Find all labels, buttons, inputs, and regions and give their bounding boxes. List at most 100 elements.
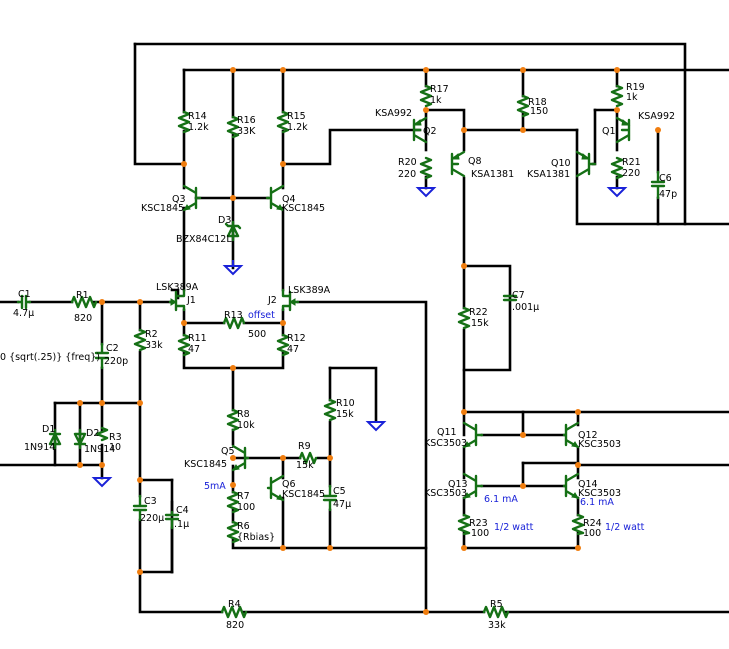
resistor-R19: [610, 84, 624, 108]
label-ref: C4: [176, 505, 189, 516]
jfet-J2: [281, 288, 300, 312]
label-ref: C3: [144, 496, 157, 507]
label-note: 1/2 watt: [494, 522, 534, 533]
label-value: 820: [226, 620, 244, 631]
resistor-R17: [419, 84, 433, 108]
label-ref: R7: [237, 491, 250, 502]
label-value: 100: [237, 502, 255, 513]
ground-icon: [365, 421, 387, 432]
label-value: KSC3503: [424, 488, 467, 499]
transistor-Q8: [450, 150, 466, 178]
label-ref: R20: [398, 157, 417, 168]
label-ref: Q6: [282, 479, 296, 490]
label-value: 1N914: [84, 444, 115, 455]
resistor-R1: [70, 295, 98, 309]
label-value: 1.2k: [287, 122, 308, 133]
resistor-R7: [226, 490, 240, 514]
transistor-Q3: [182, 184, 202, 212]
label-ref: Q11: [437, 427, 457, 438]
label-ref: Q12: [578, 430, 598, 441]
label-ref: R10: [336, 398, 355, 409]
label-value: 1k: [626, 92, 638, 103]
label-ref: R19: [626, 82, 645, 93]
label-ref: R11: [188, 333, 207, 344]
resistor-R3: [95, 426, 109, 442]
label-note: 1/2 watt: [605, 522, 645, 533]
capacitor-C1: [16, 294, 32, 310]
label-value: .1µ: [174, 519, 189, 530]
resistor-R21: [610, 156, 624, 180]
label-ref: C2: [106, 343, 119, 354]
label-ref: R3: [109, 432, 122, 443]
label-value: 33K: [237, 126, 256, 137]
label-value: 1k: [430, 95, 442, 106]
label-ref: D3: [218, 215, 231, 226]
label-ref: R18: [528, 97, 547, 108]
label-note: offset: [248, 310, 275, 321]
label-value: KSA1381: [471, 169, 514, 180]
label-value: KSA992: [375, 108, 412, 119]
label-value: 220: [398, 169, 416, 180]
resistor-R15: [276, 110, 290, 134]
ground-icon: [606, 187, 628, 198]
label-ref: Q13: [448, 479, 468, 490]
label-note: 6.1 mA: [484, 494, 518, 505]
label-ref: Q5: [221, 446, 235, 457]
label-ref: R4: [228, 599, 241, 610]
label-ref: C7: [512, 290, 525, 301]
diode-D1: [48, 428, 62, 450]
label-value: KSC3503: [424, 438, 467, 449]
ground-symbols: [91, 187, 628, 488]
label-value: LSK389A: [288, 285, 331, 296]
resistor-R2: [133, 328, 147, 352]
label-ref: R9: [298, 441, 311, 452]
label-value: 10k: [237, 420, 255, 431]
diode-D2: [73, 428, 87, 450]
resistor-R23: [457, 513, 471, 536]
label-ref: R8: [237, 409, 250, 420]
resistor-R11: [177, 333, 191, 357]
label-value: KSC1845: [184, 459, 227, 470]
transistor-Q6: [266, 474, 285, 502]
label-ref: C1: [18, 289, 31, 300]
label-value: 150: [530, 106, 548, 117]
label-ref: R6: [237, 521, 250, 532]
label-note: 6.1 mA: [580, 497, 614, 508]
label-value: 15k: [296, 460, 314, 471]
ground-icon: [91, 477, 113, 488]
transistor-Q2: [412, 116, 428, 144]
label-ref: R12: [287, 333, 306, 344]
resistor-R22: [457, 306, 471, 330]
label-value: 100: [583, 528, 601, 539]
label-value: BZX84C12L: [176, 234, 232, 245]
label-value: 500: [248, 329, 266, 340]
label-value: 15k: [471, 318, 489, 329]
jfet-J1: [168, 288, 186, 312]
zener-D3: [224, 220, 242, 242]
label-value: 4.7µ: [13, 308, 34, 319]
transistor-Q11: [462, 421, 484, 449]
label-value: KSC1845: [282, 203, 325, 214]
label-ref: Q2: [423, 126, 437, 137]
transistor-Q13: [462, 472, 484, 500]
label-ref: R23: [469, 518, 488, 529]
capacitor-C5: [322, 484, 338, 512]
resistor-R6: [226, 520, 240, 544]
label-value: 47p: [659, 189, 677, 200]
resistor-R13: [222, 316, 246, 330]
ground-icon: [222, 260, 244, 276]
label-value: {Rbias}: [237, 532, 275, 543]
resistor-R14: [177, 110, 191, 134]
label-value: KSA992: [638, 111, 675, 122]
label-ref: R16: [237, 115, 256, 126]
resistor-R18: [516, 94, 530, 118]
label-value: 820: [74, 313, 92, 324]
label-value: 10: [109, 442, 121, 453]
transistor-Q1: [615, 116, 631, 144]
label-value: .001µ: [512, 302, 539, 313]
label-ref: R5: [490, 599, 503, 610]
transistor-Q4: [265, 184, 285, 212]
resistor-R8: [226, 408, 240, 432]
transistor-Q10: [575, 150, 597, 178]
